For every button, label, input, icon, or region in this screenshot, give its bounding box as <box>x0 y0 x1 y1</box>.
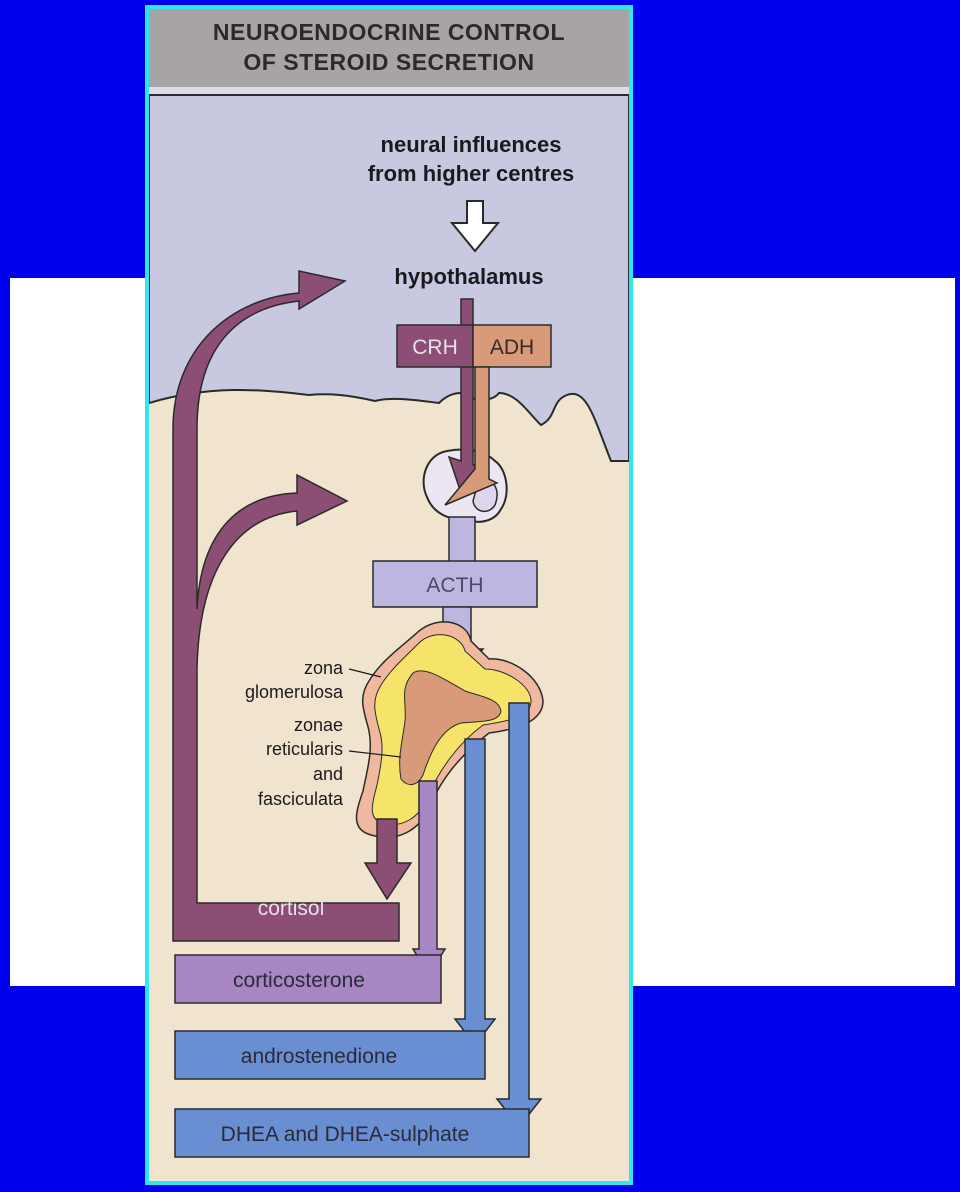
inner-zones-label-line-1: zonae <box>294 715 343 735</box>
acth-label: ACTH <box>426 574 483 597</box>
corticosterone-label: corticosterone <box>233 969 365 992</box>
glomerulosa-label-line-2: glomerulosa <box>245 682 344 702</box>
hypothalamus-label: hypothalamus <box>394 264 543 289</box>
title-line-1: NEUROENDOCRINE CONTROL <box>212 19 566 45</box>
glomerulosa-label-line-1: zona <box>304 658 344 678</box>
dhea-arrow <box>495 702 543 1129</box>
glomerulosa-leader-line <box>348 668 382 678</box>
cortisol-arrow <box>363 818 413 901</box>
dhea-label: DHEA and DHEA-sulphate <box>221 1123 470 1146</box>
title-line-2: OF STEROID SECRETION <box>243 49 535 75</box>
neural-influences-line-2: from higher centres <box>368 161 575 186</box>
dhea-bar <box>174 1108 530 1158</box>
acth-box <box>372 560 538 608</box>
steroid-control-diagram: neural influences from higher centres hy… <box>149 94 629 1158</box>
adh-label: ADH <box>490 336 534 359</box>
adh-arrow <box>444 366 499 506</box>
title-bar: NEUROENDOCRINE CONTROL OF STEROID SECRET… <box>149 9 629 95</box>
neural-input-arrow-icon <box>449 200 501 253</box>
acth-stalk <box>448 516 476 566</box>
inner-zones-label-line-4: fasciculata <box>258 789 344 809</box>
corticosterone-bar <box>174 954 442 1004</box>
cortisol-feedback-loop <box>172 270 400 942</box>
androstenedione-label: androstenedione <box>241 1045 397 1068</box>
neural-influences-line-1: neural influences <box>381 132 562 157</box>
crh-label: CRH <box>412 336 458 359</box>
cortisol-label: cortisol <box>258 897 325 920</box>
diagram-panel: NEUROENDOCRINE CONTROL OF STEROID SECRET… <box>145 5 633 1185</box>
inner-zones-leader-line <box>348 750 402 758</box>
androstenedione-arrow <box>453 738 497 1047</box>
inner-zones-label-line-3: and <box>313 764 343 784</box>
inner-zones-label-line-2: reticularis <box>266 739 343 759</box>
adh-box <box>472 324 552 368</box>
adrenal-inner-zones <box>399 670 502 785</box>
crh-box <box>396 324 474 368</box>
androstenedione-bar <box>174 1030 486 1080</box>
brain-region <box>149 94 629 462</box>
